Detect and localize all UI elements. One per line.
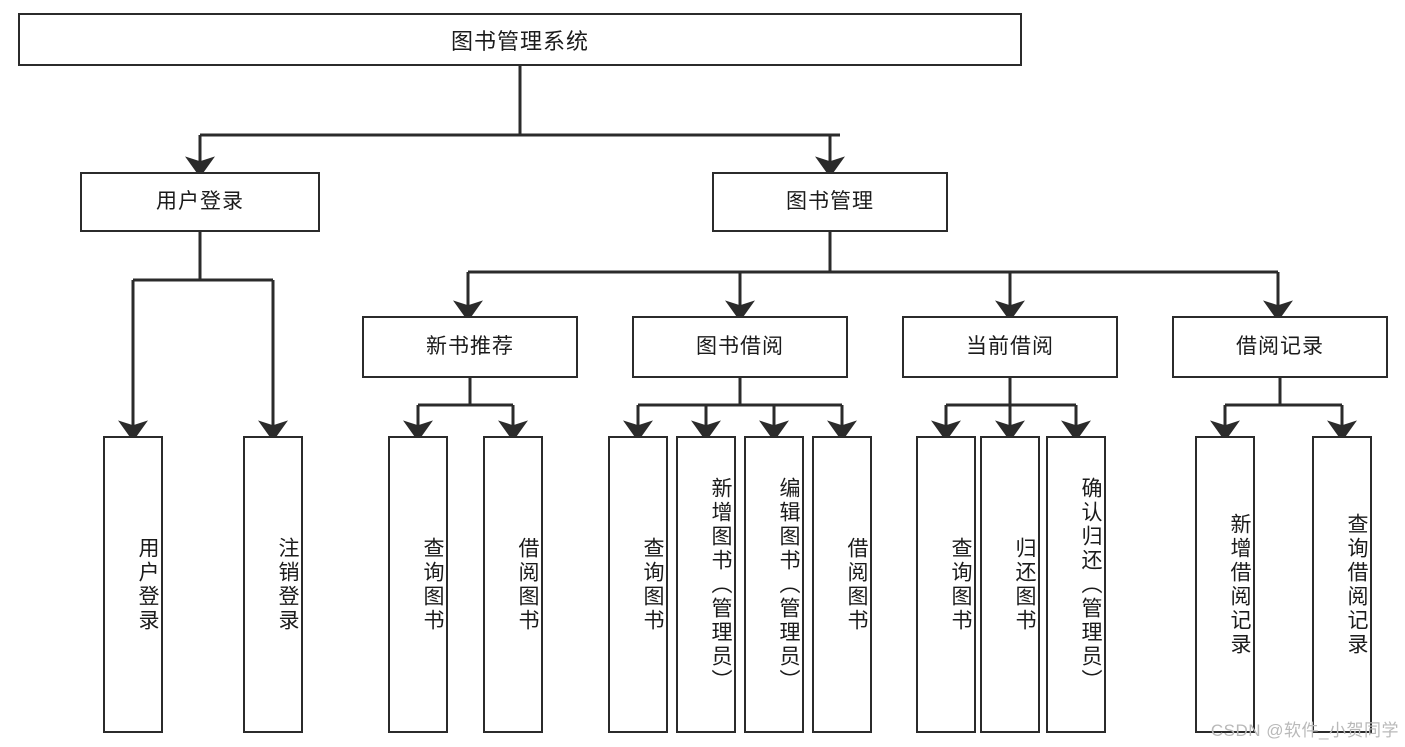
leaf-borrow-borrow-book[interactable]: 借阅图书: [812, 436, 872, 733]
node-book-borrow[interactable]: 图书借阅: [632, 316, 848, 378]
node-label: 用户登录: [136, 536, 159, 633]
node-label: 新增图书（管理员）: [709, 476, 732, 693]
leaf-new-book-query[interactable]: 查询图书: [388, 436, 448, 733]
node-label: 查询图书: [641, 536, 664, 633]
node-label: 查询借阅记录: [1345, 512, 1368, 657]
node-label: 新书推荐: [426, 335, 514, 359]
leaf-new-book-borrow[interactable]: 借阅图书: [483, 436, 543, 733]
node-label: 借阅图书: [516, 536, 539, 633]
leaf-record-add[interactable]: 新增借阅记录: [1195, 436, 1255, 733]
node-label: 新增借阅记录: [1228, 512, 1251, 657]
node-label: 借阅图书: [845, 536, 868, 633]
leaf-current-query-book[interactable]: 查询图书: [916, 436, 976, 733]
node-label: 当前借阅: [966, 335, 1054, 359]
node-root-system[interactable]: 图书管理系统: [18, 13, 1022, 66]
leaf-borrow-query-book[interactable]: 查询图书: [608, 436, 668, 733]
node-label: 图书管理系统: [450, 28, 589, 54]
node-book-management[interactable]: 图书管理: [712, 172, 948, 232]
leaf-current-confirm-return[interactable]: 确认归还（管理员）: [1046, 436, 1106, 733]
leaf-borrow-add-book[interactable]: 新增图书（管理员）: [676, 436, 736, 733]
leaf-record-query[interactable]: 查询借阅记录: [1312, 436, 1372, 733]
node-label: 编辑图书（管理员）: [777, 476, 800, 693]
node-new-book-recommend[interactable]: 新书推荐: [362, 316, 578, 378]
node-label: 确认归还（管理员）: [1079, 476, 1102, 693]
leaf-current-return-book[interactable]: 归还图书: [980, 436, 1040, 733]
node-label: 借阅记录: [1236, 335, 1324, 359]
node-label: 归还图书: [1013, 536, 1036, 633]
node-label: 图书管理: [786, 190, 874, 214]
node-label: 查询图书: [949, 536, 972, 633]
node-user-login[interactable]: 用户登录: [80, 172, 320, 232]
node-label: 图书借阅: [696, 335, 784, 359]
node-borrow-record[interactable]: 借阅记录: [1172, 316, 1388, 378]
node-label: 用户登录: [156, 190, 244, 214]
leaf-borrow-edit-book[interactable]: 编辑图书（管理员）: [744, 436, 804, 733]
leaf-user-login-login[interactable]: 用户登录: [103, 436, 163, 733]
node-current-borrow[interactable]: 当前借阅: [902, 316, 1118, 378]
leaf-user-login-logout[interactable]: 注销登录: [243, 436, 303, 733]
node-label: 查询图书: [421, 536, 444, 633]
node-label: 注销登录: [276, 536, 299, 633]
